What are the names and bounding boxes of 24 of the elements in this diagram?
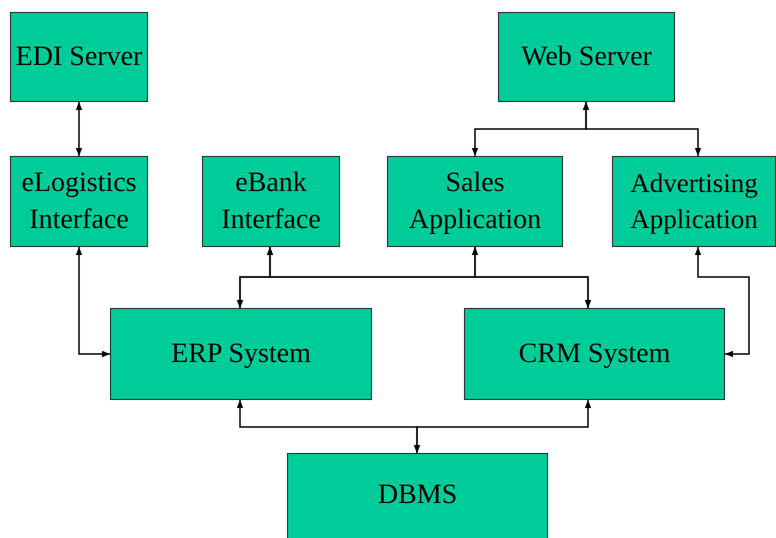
arrow bbox=[472, 247, 592, 308]
box-label: eBank Interface bbox=[220, 166, 322, 236]
box-label: eLogistics Interface bbox=[20, 166, 138, 236]
system-box bbox=[387, 156, 563, 247]
system-box bbox=[110, 308, 372, 400]
box-label: CRM System bbox=[518, 336, 670, 371]
system-box bbox=[10, 12, 148, 102]
box-label: DBMS bbox=[378, 478, 458, 512]
arrow bbox=[76, 102, 82, 156]
box-label: Advertising Application bbox=[629, 167, 759, 236]
box-label: ERP System bbox=[171, 336, 311, 371]
arrow bbox=[76, 247, 110, 358]
box-label: Web Server bbox=[521, 40, 652, 74]
arrow bbox=[582, 102, 702, 156]
system-box bbox=[287, 453, 548, 538]
system-box bbox=[612, 156, 776, 247]
box-label: EDI Server bbox=[16, 40, 142, 74]
system-box bbox=[202, 156, 340, 247]
system-box bbox=[10, 156, 148, 247]
box-label: Sales Application bbox=[408, 166, 542, 236]
arrow bbox=[694, 247, 750, 358]
system-box bbox=[464, 308, 725, 400]
arrow bbox=[414, 400, 592, 453]
system-box bbox=[498, 12, 675, 102]
